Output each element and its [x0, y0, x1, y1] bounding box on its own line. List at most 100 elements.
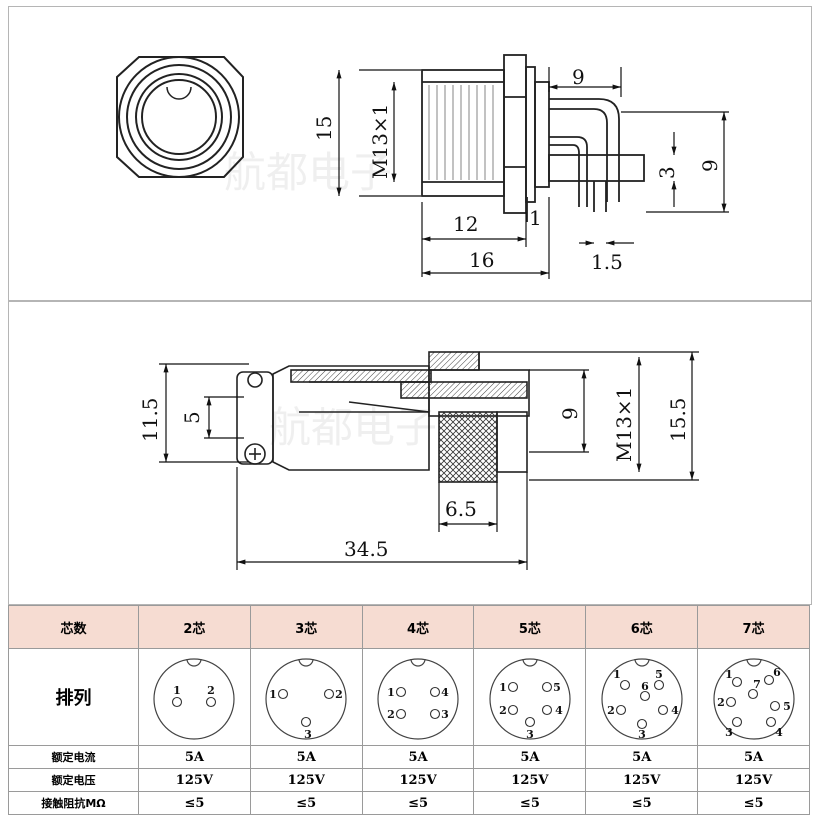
header-cell: 5芯 [473, 605, 587, 649]
table-cell: 125V [249, 768, 363, 792]
top-view-panel: 航都电子 [8, 6, 812, 301]
pin-hole [725, 696, 736, 708]
header-cell: 7芯 [697, 605, 810, 649]
pin-hole [657, 704, 668, 716]
header-cell: 6芯 [585, 605, 699, 649]
table-cell: 5A [138, 745, 251, 769]
table-row-voltage: 额定电压 125V 125V 125V 125V 125V 125V [8, 768, 810, 792]
table-cell: 5A [473, 745, 587, 769]
pin-hole [765, 716, 776, 728]
table-cell: ≤5 [585, 791, 699, 815]
dim-15: 15 [312, 116, 336, 141]
pin-hole [524, 716, 535, 728]
pin-number: 3 [441, 708, 449, 721]
pin-hole [636, 718, 647, 730]
header-cell: 3芯 [249, 605, 363, 649]
watermark: 航都电子 [224, 148, 392, 197]
dim-15-5: 15.5 [666, 397, 690, 442]
connector-key-notch [410, 658, 426, 667]
pin-number: 3 [304, 728, 312, 741]
connector-outline [153, 658, 236, 740]
pin-number: 1 [174, 684, 182, 697]
pin-hole [639, 690, 650, 702]
pin-hole [301, 716, 312, 728]
pin-number: 2 [208, 684, 216, 697]
connector-outline [712, 658, 795, 740]
pin-hole [747, 688, 758, 700]
dim-9-side: 9 [558, 407, 582, 420]
row-label: 接触阻抗MΩ [8, 791, 139, 815]
pin-hole [653, 679, 664, 691]
dim-1: 1 [529, 206, 542, 230]
plug-cross-section [236, 351, 530, 483]
pin-number: 4 [775, 726, 783, 739]
table-cell: 125V [585, 768, 699, 792]
table-cell: 5A [697, 745, 810, 769]
dim-16: 16 [469, 248, 494, 272]
pin-number: 1 [499, 681, 507, 694]
pin-number: 2 [499, 704, 507, 717]
pin-hole [541, 681, 552, 693]
pin-number: 2 [335, 688, 343, 701]
pin-hole [619, 679, 630, 691]
pin-number: 1 [725, 668, 733, 681]
table-cell: ≤5 [249, 791, 363, 815]
table-row-current: 额定电流 5A 5A 5A 5A 5A 5A [8, 745, 810, 769]
watermark-mid: 航都电子 [269, 403, 437, 452]
dim-m13: M13×1 [612, 387, 636, 462]
dim-11-5: 11.5 [138, 397, 162, 442]
side-view-drawing: 航都电子 [138, 351, 699, 570]
pin-number: 3 [725, 726, 733, 739]
header-cell: 芯数 [8, 605, 139, 649]
dim-m13-side: M13×1 [368, 104, 392, 179]
pin-hole [507, 681, 518, 693]
connector-outline [601, 658, 683, 740]
header-cell: 2芯 [138, 605, 251, 649]
table-cell: 5A [249, 745, 363, 769]
row-label: 排列 [8, 648, 139, 746]
table-cell: 5A [585, 745, 699, 769]
pin-hole [731, 716, 742, 728]
table-header-row: 芯数 2芯 3芯 4芯 5芯 6芯 7芯 [8, 605, 810, 649]
table-cell: ≤5 [361, 791, 475, 815]
dim-1-5: 1.5 [591, 250, 623, 274]
connector-key-notch [634, 658, 650, 667]
pin-hole [278, 688, 289, 700]
pin-number: 6 [773, 666, 781, 679]
top-dimensions [336, 67, 729, 279]
dim-3: 3 [655, 166, 679, 179]
pin-number: 6 [641, 680, 649, 693]
table-cell: 5A [361, 745, 475, 769]
table-cell: 125V [473, 768, 587, 792]
dim-34-5: 34.5 [344, 537, 389, 561]
pin-hole [430, 708, 441, 720]
side-dimensions [159, 351, 699, 570]
table-row-resistance: 接触阻抗MΩ ≤5 ≤5 ≤5 ≤5 ≤5 ≤5 [8, 791, 810, 815]
table-cell: 125V [697, 768, 810, 792]
connector-key-notch [186, 658, 203, 667]
connector-key-notch [745, 658, 762, 667]
table-cell: ≤5 [697, 791, 810, 815]
pin-hole [769, 700, 780, 712]
pin-number: 3 [638, 728, 646, 741]
pin-number: 1 [613, 668, 621, 681]
connector-outline [265, 658, 347, 740]
pin-hole [731, 676, 742, 688]
pin-number: 5 [783, 700, 791, 713]
connector-outline [377, 658, 459, 740]
pin-number: 5 [553, 681, 561, 694]
pin-number: 5 [655, 668, 663, 681]
pin-number: 4 [555, 704, 563, 717]
